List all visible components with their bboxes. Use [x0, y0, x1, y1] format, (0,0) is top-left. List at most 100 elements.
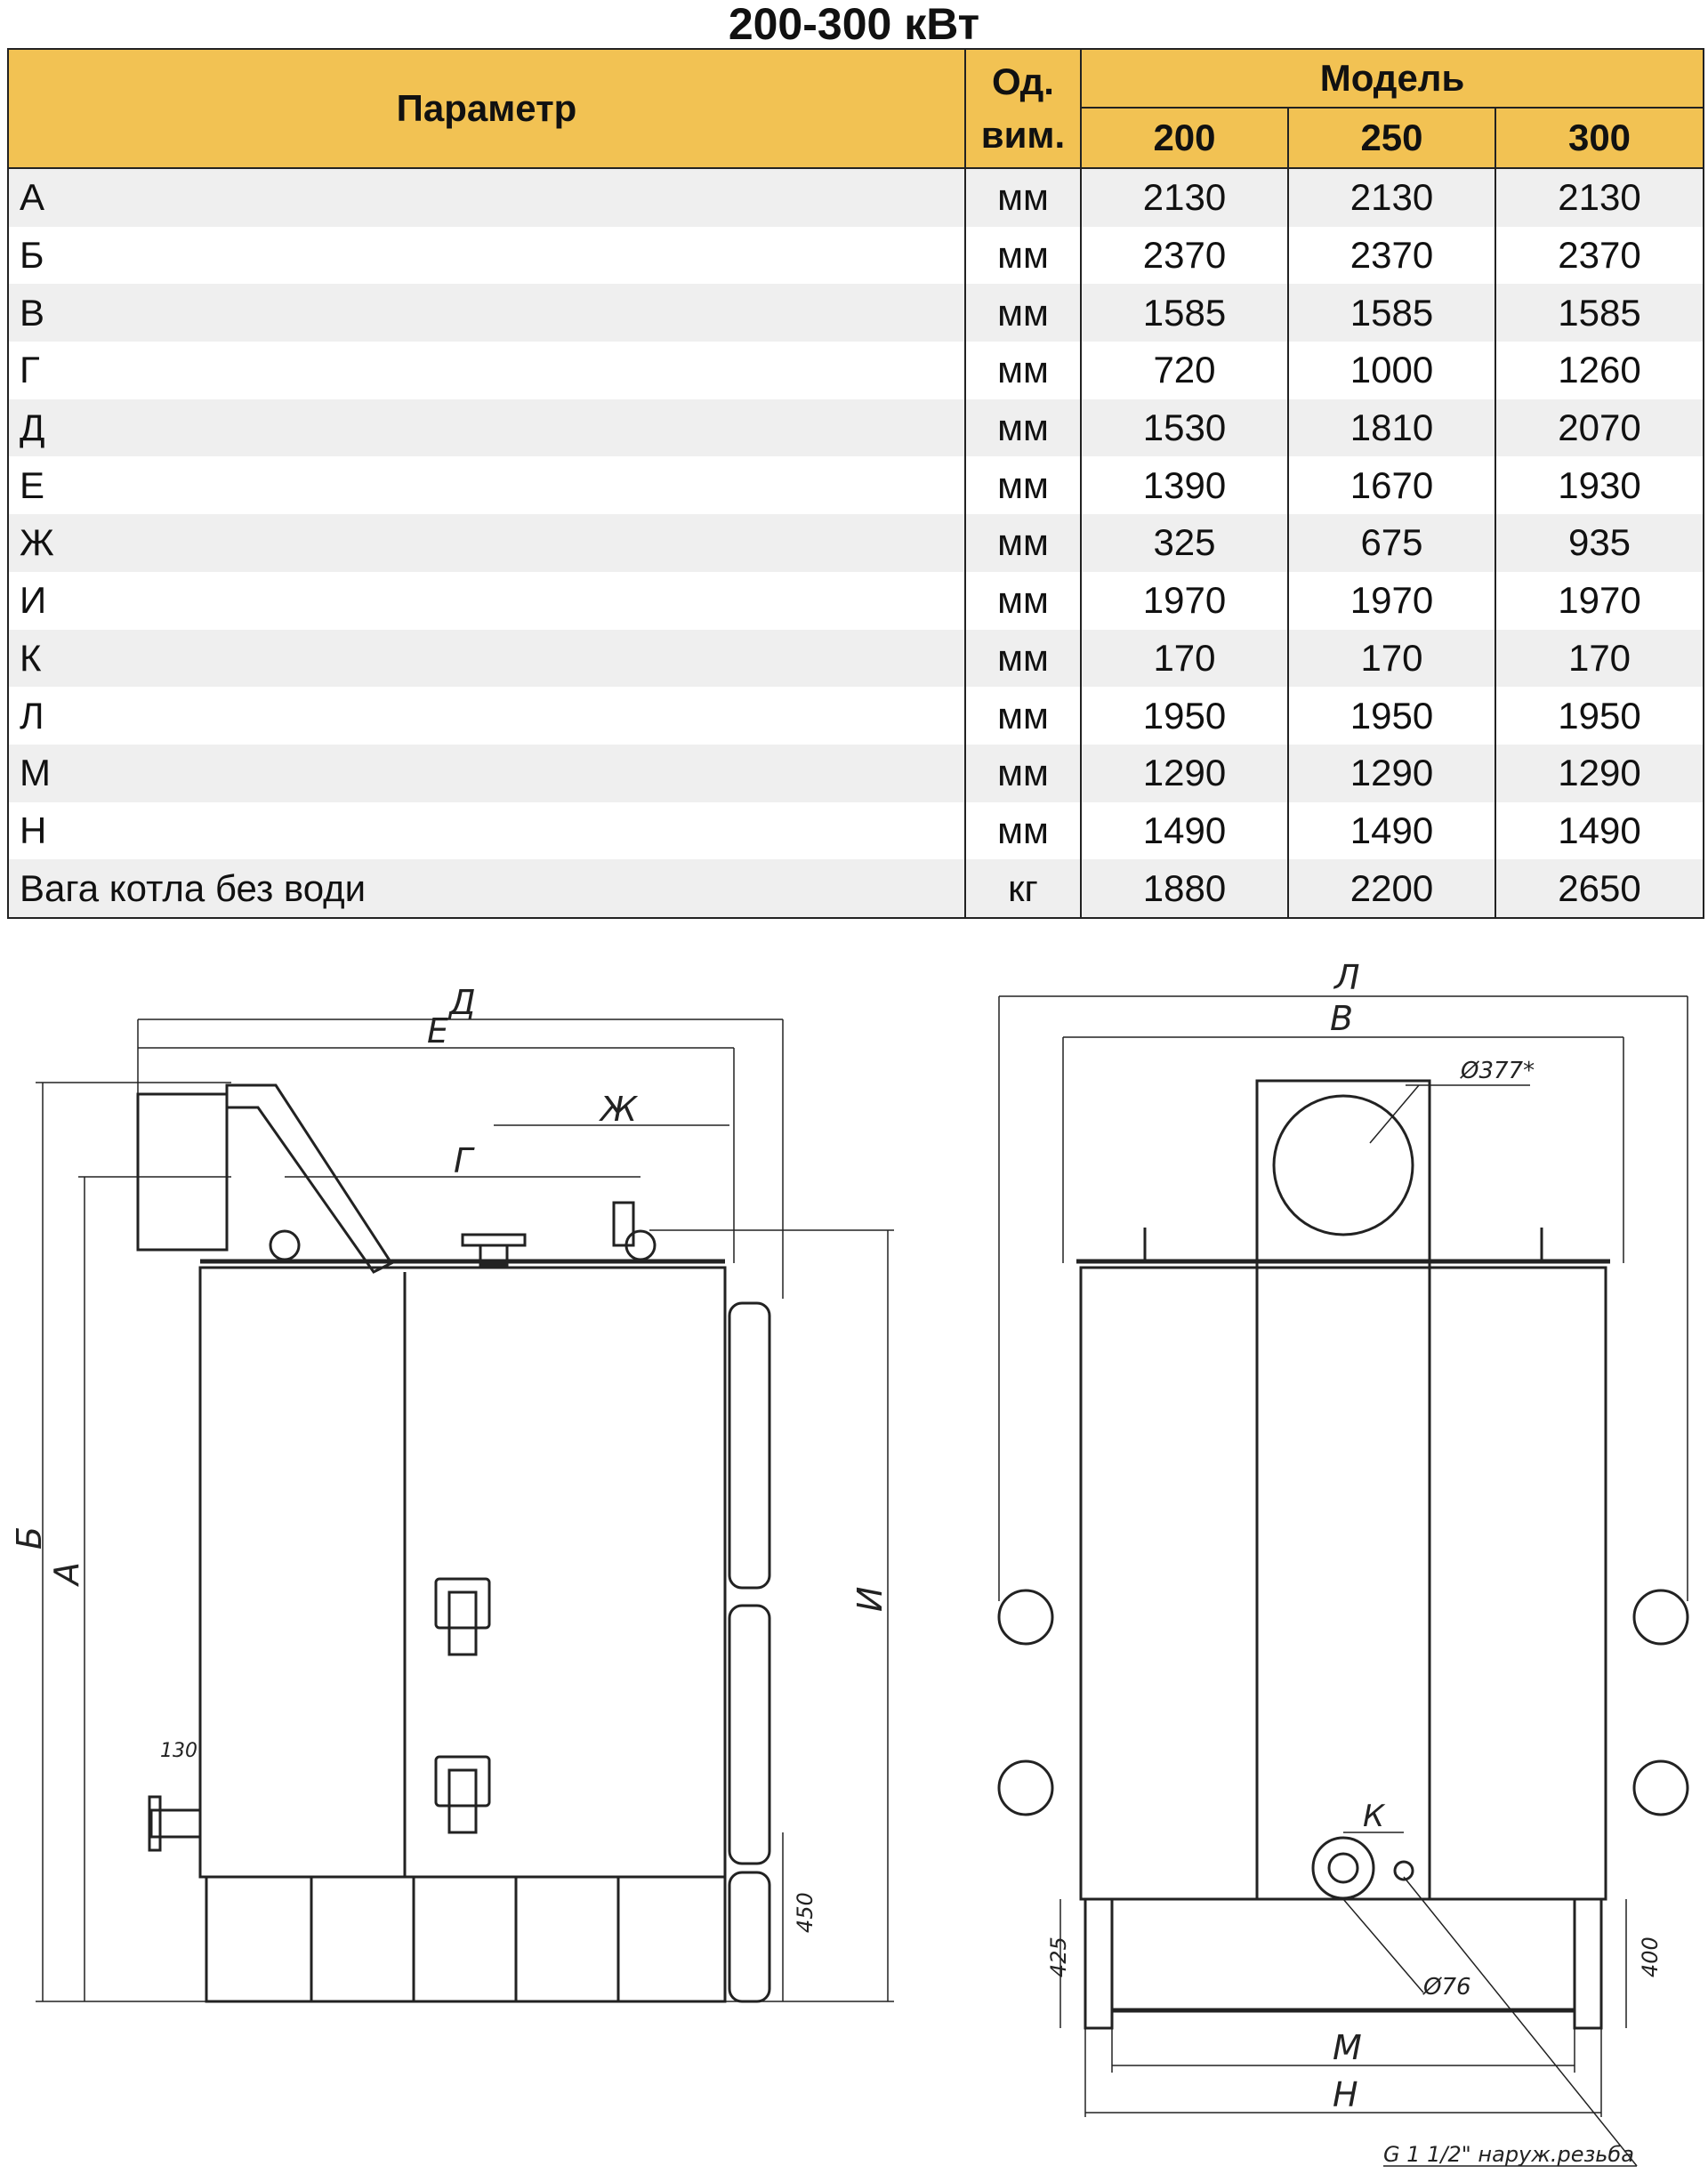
front-center-channel [1255, 1266, 1431, 1901]
value-model-300: 1585 [1494, 284, 1705, 342]
value-model-250: 1970 [1287, 571, 1496, 630]
param-name: И [7, 571, 966, 630]
dim-label-flue: Ø377* [1460, 1058, 1535, 1084]
flue-outlet [136, 1092, 229, 1252]
value-model-300: 1490 [1494, 801, 1705, 860]
page-title: 200-300 кВт [728, 0, 980, 49]
param-unit: мм [964, 514, 1082, 572]
value-model-200: 1530 [1080, 399, 1289, 457]
header-unit: Од. вим. [964, 48, 1082, 169]
param-unit: мм [964, 687, 1082, 745]
param-unit: мм [964, 284, 1082, 342]
header-model: Модель [1079, 48, 1705, 109]
value-model-250: 2370 [1287, 226, 1496, 285]
value-model-250: 1000 [1287, 342, 1496, 399]
param-unit: мм [964, 744, 1082, 802]
param-name: Н [7, 801, 966, 860]
header-model-300: 300 [1494, 107, 1705, 169]
value-model-300: 2070 [1494, 399, 1705, 457]
value-model-200: 2130 [1080, 168, 1289, 227]
dim-label-N: Н [1333, 2075, 1358, 2114]
dim-label-E: Е [427, 1011, 448, 1051]
value-model-250: 1810 [1287, 399, 1496, 457]
top-flange [461, 1233, 527, 1247]
boiler-body [198, 1266, 727, 1879]
value-model-200: 325 [1080, 514, 1289, 572]
technical-drawing: Д Е Ж Г Б А И 130 450 Л В Ø377* К 425 40… [10, 958, 1689, 2167]
value-model-250: 1290 [1287, 744, 1496, 802]
param-name: Б [7, 226, 966, 285]
param-unit: мм [964, 571, 1082, 630]
header-model-200: 200 [1080, 107, 1289, 169]
param-name: Е [7, 456, 966, 515]
front-view [997, 995, 1689, 2167]
param-unit: мм [964, 801, 1082, 860]
param-unit: мм [964, 226, 1082, 285]
param-unit: мм [964, 168, 1082, 227]
drain-pipe [149, 1808, 202, 1839]
front-body [1079, 1266, 1607, 1901]
param-unit: кг [964, 859, 1082, 919]
value-model-300: 1970 [1494, 571, 1705, 630]
value-model-250: 2200 [1287, 859, 1496, 919]
param-name: В [7, 284, 966, 342]
door-handle [434, 1755, 491, 1808]
thread-note: G 1 1/2" наруж.резьба [1383, 2142, 1634, 2167]
param-name: Г [7, 342, 966, 399]
value-model-200: 1390 [1080, 456, 1289, 515]
param-unit: мм [964, 342, 1082, 399]
header-model-250: 250 [1287, 107, 1496, 169]
boiler-base [205, 1875, 727, 2003]
value-model-300: 2650 [1494, 859, 1705, 919]
header-unit-line1: Од. [992, 60, 1054, 102]
dim-label-425: 425 [1046, 1936, 1071, 1977]
dim-label-B: Б [10, 1526, 49, 1550]
dim-label-A: А [47, 1562, 86, 1588]
param-name: Д [7, 399, 966, 457]
value-model-200: 1880 [1080, 859, 1289, 919]
flue-ring [1272, 1094, 1414, 1236]
param-name: М [7, 744, 966, 802]
value-model-200: 1585 [1080, 284, 1289, 342]
dim-label-130: 130 [160, 1740, 197, 1762]
dim-label-I: И [850, 1587, 890, 1612]
value-model-300: 2130 [1494, 168, 1705, 227]
value-model-200: 1970 [1080, 571, 1289, 630]
value-model-300: 1930 [1494, 456, 1705, 515]
value-model-300: 170 [1494, 629, 1705, 688]
value-model-250: 2130 [1287, 168, 1496, 227]
dim-label-M: М [1333, 2028, 1362, 2067]
param-name: К [7, 629, 966, 688]
param-name: Ж [7, 514, 966, 572]
dim-label-450: 450 [793, 1892, 818, 1933]
feed-chute [225, 1083, 394, 1274]
value-model-200: 170 [1080, 629, 1289, 688]
value-model-300: 1260 [1494, 342, 1705, 399]
param-unit: мм [964, 629, 1082, 688]
header-parameter: Параметр [7, 48, 966, 169]
lifting-eye [269, 1229, 301, 1261]
dim-label-400: 400 [1638, 1936, 1663, 1977]
value-model-200: 1290 [1080, 744, 1289, 802]
dim-label-Zh: Ж [599, 1090, 639, 1129]
param-name: А [7, 168, 966, 227]
dim-label-pipe: Ø76 [1422, 1974, 1471, 2001]
flue-box-front [1255, 1079, 1431, 1269]
param-name: Вага котла без води [7, 859, 966, 919]
value-model-200: 2370 [1080, 226, 1289, 285]
value-model-200: 1490 [1080, 801, 1289, 860]
dim-label-K: К [1363, 1799, 1386, 1834]
